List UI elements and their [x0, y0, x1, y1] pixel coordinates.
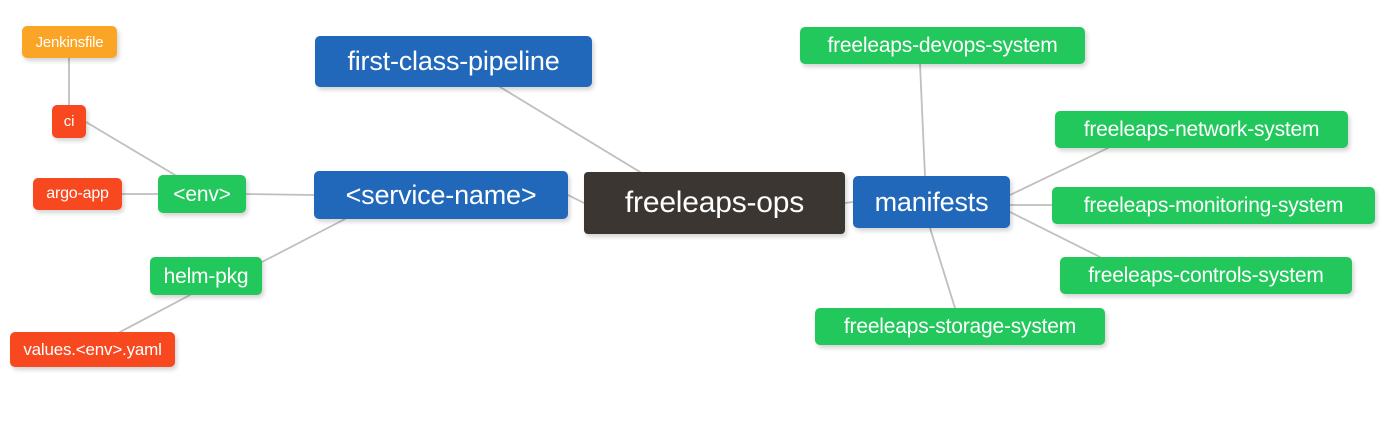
node-env[interactable]: <env> — [158, 175, 246, 213]
edge-root-to-first-class-pipeline — [499, 86, 641, 173]
edge-manifests-to-storage-system — [929, 227, 956, 309]
node-argo-app[interactable]: argo-app — [33, 178, 122, 210]
node-devops-system[interactable]: freeleaps-devops-system — [800, 27, 1085, 64]
edge-manifests-to-devops-system — [919, 63, 926, 177]
edge-root-to-service-name — [567, 194, 585, 204]
edge-service-name-to-helm-pkg — [261, 218, 346, 263]
node-manifests[interactable]: manifests — [853, 176, 1010, 228]
edge-helm-pkg-to-values-yaml — [119, 294, 191, 333]
node-storage-system[interactable]: freeleaps-storage-system — [815, 308, 1105, 345]
edge-root-to-manifests — [844, 201, 854, 204]
node-monitoring-system[interactable]: freeleaps-monitoring-system — [1052, 187, 1375, 224]
node-root[interactable]: freeleaps-ops — [584, 172, 845, 234]
node-helm-pkg[interactable]: helm-pkg — [150, 257, 262, 295]
node-service-name[interactable]: <service-name> — [314, 171, 568, 219]
node-first-class-pipeline[interactable]: first-class-pipeline — [315, 36, 592, 87]
node-controls-system[interactable]: freeleaps-controls-system — [1060, 257, 1352, 294]
node-values-yaml[interactable]: values.<env>.yaml — [10, 332, 175, 367]
node-jenkinsfile[interactable]: Jenkinsfile — [22, 26, 117, 58]
edge-service-name-to-env — [245, 193, 315, 196]
edge-env-to-ci — [85, 121, 176, 176]
node-ci[interactable]: ci — [52, 105, 86, 138]
node-network-system[interactable]: freeleaps-network-system — [1055, 111, 1348, 148]
